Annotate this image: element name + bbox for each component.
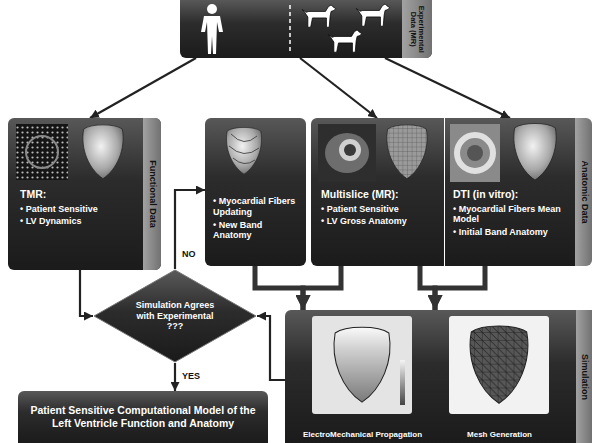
human-head: [207, 4, 217, 14]
bullet-item: • Myocardial Fibers Mean Model: [453, 204, 571, 226]
ventricle-image: [334, 327, 390, 402]
panel-heading: Multislice (MR):: [321, 188, 440, 201]
merge-arrow: [255, 266, 303, 310]
step-caption: ElectroMechanical Propagation: [300, 430, 425, 440]
connector-arrow: [257, 316, 285, 380]
fiber-lines: [229, 134, 259, 164]
multislice-box: Multislice (MR): • Patient Sensitive• LV …: [311, 118, 444, 266]
human-body: [201, 16, 223, 54]
dti-image: [450, 124, 500, 182]
mr-slice-wall: [339, 139, 361, 161]
dti-ring: [457, 135, 493, 171]
connector-arrow: [175, 190, 205, 269]
data-source-box: Experimental Data (MR): [180, 0, 432, 58]
anatomy-update-box: • Myocardial Fibers Updating• New Band A…: [205, 118, 306, 266]
ventricle-mesh-image: [470, 326, 528, 403]
propagation-image: [312, 316, 412, 414]
simulation-panel: SimulationElectroMechanical Propagation M…: [285, 310, 592, 443]
tagged-mr-ring: [26, 136, 58, 168]
color-bar: [400, 360, 405, 405]
dti-cavity: [467, 145, 483, 161]
decision-text: Simulation Agrees with Experimental ???: [129, 300, 221, 332]
panel-tab: Experimental Data (MR): [402, 0, 432, 58]
bullet-item: • Patient Sensitive: [20, 204, 137, 215]
anatomic-data-panel: Anatomic Data • Myocardial Fibers Updatin…: [205, 118, 592, 266]
ventricle-image: [83, 125, 123, 179]
human-figure: [201, 4, 223, 54]
dog-figure: [356, 4, 389, 26]
connector-arrow: [80, 270, 93, 316]
connector-arrow: [385, 58, 510, 118]
mr-slice-tissue: [325, 133, 369, 173]
tagged-mr-image: [16, 124, 68, 180]
bullet-item: • Patient Sensitive: [321, 204, 440, 215]
ventricle-image: [514, 123, 556, 180]
dog-figure: [302, 5, 335, 27]
panel-tab-label: Experimental Data (MR): [409, 3, 426, 55]
bullet-item: • Myocardial Fibers Updating: [213, 196, 302, 218]
simulation-step: ElectroMechanical Propagation: [300, 313, 425, 443]
ventricle-mesh-image: [387, 125, 427, 179]
bullet-item: • New Band Anatomy: [213, 220, 302, 242]
connector-arrow: [90, 58, 196, 118]
bullet-item: • LV Gross Anatomy: [321, 216, 440, 227]
ventricle-image: [226, 127, 261, 174]
panel-tab: Simulation: [576, 310, 592, 443]
panel-heading: DTI (in vitro):: [453, 188, 571, 201]
bullet-item: • LV Dynamics: [20, 216, 137, 227]
divider-line: [289, 5, 291, 53]
mesh-image: [449, 316, 549, 414]
result-box: Patient Sensitive Computational Model of…: [18, 391, 268, 443]
mr-slice-image: [318, 124, 376, 182]
functional-data-panel: Functional Data TMR: • Patient Sensitive• …: [8, 118, 161, 270]
connector-arrow: [174, 363, 176, 391]
bullet-item: • Initial Band Anatomy: [453, 227, 571, 238]
panel-heading: TMR:: [20, 188, 137, 201]
result-text: Patient Sensitive Computational Model of…: [26, 404, 260, 429]
divider-line: [444, 122, 445, 262]
dti-box: DTI (in vitro): • Myocardial Fibers Mean …: [445, 118, 575, 266]
diamond-shape: [94, 270, 256, 362]
panel-tab: Anatomic Data: [575, 118, 592, 266]
connector-arrow: [300, 58, 377, 118]
simulation-step: Mesh Generation: [437, 313, 562, 443]
merge-arrow: [303, 266, 341, 310]
panel-tab-label: Functional Data: [147, 121, 157, 267]
edge-label: YES: [181, 371, 201, 382]
decision-diamond: Simulation Agrees with Experimental ???: [93, 269, 257, 363]
panel-tab: Functional Data: [143, 118, 161, 270]
panel-tab-label: Simulation: [579, 313, 589, 440]
dog-figure: [328, 30, 361, 52]
merge-arrow: [435, 266, 485, 310]
edge-label: NO: [181, 249, 197, 260]
step-caption: Mesh Generation: [437, 430, 562, 440]
mr-slice-cavity: [344, 144, 356, 156]
panel-tab-label: Anatomic Data: [579, 121, 589, 263]
